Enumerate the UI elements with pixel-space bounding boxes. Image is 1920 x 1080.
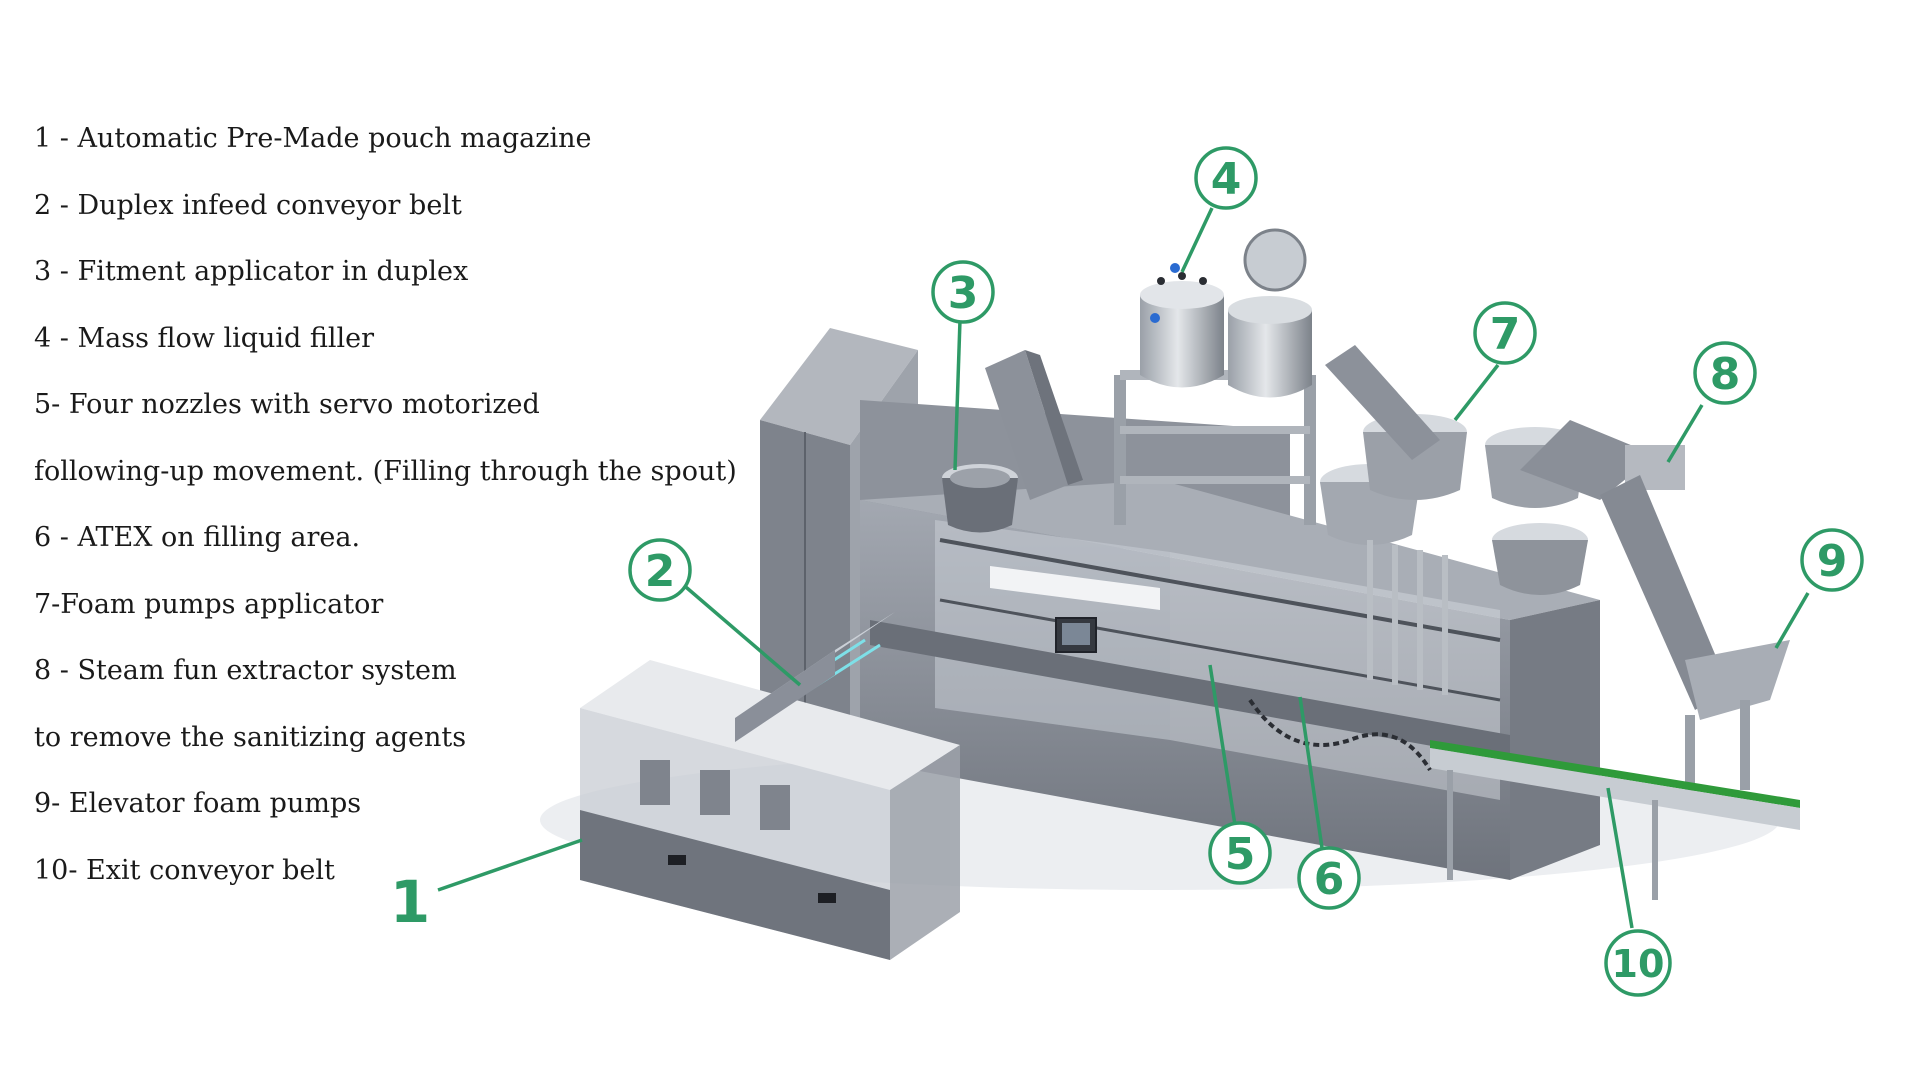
foam-pump-elevator [1600,475,1790,800]
callout-label-10: 10 [1612,942,1665,986]
legend-item-8: 8 - Steam fun extractor system [34,655,457,686]
callout-label-2: 2 [645,546,676,597]
leader-line-4 [1180,207,1214,273]
legend-item-9: 9- Elevator foam pumps [34,788,362,819]
legend-item-5-continued: following-up movement. (Filling through … [34,455,737,487]
legend-item-5: 5- Four nozzles with servo motorized [34,389,540,420]
legend-list: 1 - Automatic Pre-Made pouch magazine 2 … [34,106,737,904]
callout-label-6: 6 [1314,854,1345,905]
filler-tanks [1140,228,1312,398]
callout-10: 10 [1604,929,1672,997]
legend-item-10: 10- Exit conveyor belt [34,854,335,886]
leader-line-3 [953,319,962,471]
callouts: 2 3 4 5 6 7 8 9 [390,146,1864,997]
callout-6: 6 [1297,846,1361,910]
pouch-magazine [580,660,960,960]
leader-line-2 [678,580,802,687]
leader-line-10 [1606,787,1634,929]
legend-item-1: 1 - Automatic Pre-Made pouch magazine [34,123,592,154]
callout-label-5: 5 [1225,829,1256,880]
infeed-conveyor [735,612,895,742]
leader-lines [437,207,1810,929]
exit-conveyor [1430,740,1800,900]
callout-label-9: 9 [1817,536,1848,587]
leader-line-6 [1298,696,1324,849]
callout-label-4: 4 [1211,154,1242,205]
leader-line-1 [437,838,583,892]
legend-item-2: 2 - Duplex infeed conveyor belt [34,189,462,221]
machine-illustration [540,228,1800,960]
fitment-applicator [942,350,1083,533]
filling-nozzles [1248,540,1448,772]
callout-3: 3 [931,260,995,324]
legend-item-7: 7-Foam pumps applicator [34,588,384,620]
leader-line-8 [1666,404,1704,463]
callout-label-7: 7 [1490,309,1521,360]
callout-4: 4 [1194,146,1258,210]
legend-item-4: 4 - Mass flow liquid filler [34,322,375,354]
callout-label-8: 8 [1710,349,1741,400]
callout-2: 2 [628,538,692,602]
leader-line-9 [1774,592,1810,649]
leader-line-5 [1208,664,1237,826]
callout-7: 7 [1473,301,1537,365]
callout-5: 5 [1208,821,1272,885]
legend-item-3: 3 - Fitment applicator in duplex [34,256,469,287]
legend-item-6: 6 - ATEX on filling area. [34,522,361,553]
main-machine-body [860,480,1600,880]
callout-8: 8 [1693,341,1757,405]
callout-9: 9 [1800,528,1864,592]
legend-item-8-continued: to remove the sanitizing agents [34,721,467,753]
callout-label-1: 1 [390,868,430,936]
leader-line-7 [1453,363,1500,422]
callout-label-3: 3 [948,268,979,319]
